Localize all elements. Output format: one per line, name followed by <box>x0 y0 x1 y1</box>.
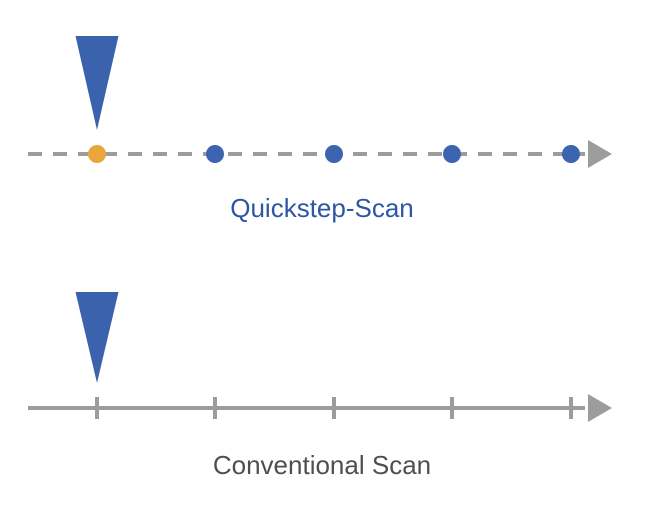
scan-point-dot <box>443 145 461 163</box>
scan-point-dot <box>325 145 343 163</box>
scan-head-marker-icon <box>75 36 119 130</box>
quickstep-dots <box>88 145 580 163</box>
conventional-scan-label: Conventional Scan <box>213 450 431 480</box>
active-scan-point-dot <box>88 145 106 163</box>
conventional-ticks <box>95 397 573 419</box>
arrow-right-icon <box>588 394 612 422</box>
scan-point-dot <box>206 145 224 163</box>
quickstep-scan-diagram: Quickstep-Scan <box>28 36 612 223</box>
scan-head-marker-icon <box>75 292 119 383</box>
quickstep-scan-label: Quickstep-Scan <box>230 193 414 223</box>
conventional-scan-diagram: Conventional Scan <box>28 292 612 480</box>
arrow-right-icon <box>588 140 612 168</box>
scan-point-dot <box>562 145 580 163</box>
